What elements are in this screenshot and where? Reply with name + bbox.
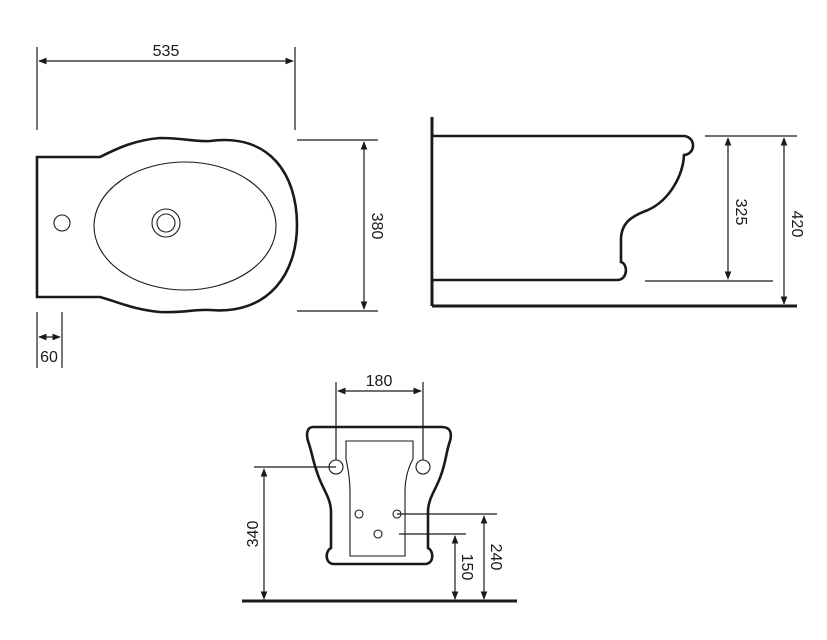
drain-outer	[151, 208, 181, 238]
tap-hole	[53, 214, 71, 232]
supply-hole-left	[354, 509, 364, 519]
top-view: 535 380 60	[35, 43, 385, 368]
side-view: 325 420	[430, 117, 805, 308]
dim-label-bolt-spacing: 180	[366, 373, 393, 390]
dim-label-width: 380	[368, 213, 385, 240]
dim-label-bolt-height: 340	[245, 521, 262, 548]
rear-inner-recess	[345, 440, 414, 557]
dim-label-supply-height: 240	[487, 544, 504, 571]
dim-label-waste-height: 150	[458, 554, 475, 581]
dim-label-rim-height: 325	[732, 199, 749, 226]
dim-label-overall-height: 420	[788, 211, 805, 238]
dim-label-tap-offset: 60	[40, 349, 58, 366]
dim-label-overall-length: 535	[153, 43, 180, 60]
bidet-top-outline	[35, 136, 299, 314]
waste-hole	[373, 529, 383, 539]
rear-view: 180 340 150 240	[242, 373, 517, 603]
drain-inner	[156, 213, 176, 233]
bowl-outline	[93, 161, 277, 291]
bidet-rear-outline	[305, 425, 453, 566]
bidet-side-profile	[430, 134, 695, 282]
